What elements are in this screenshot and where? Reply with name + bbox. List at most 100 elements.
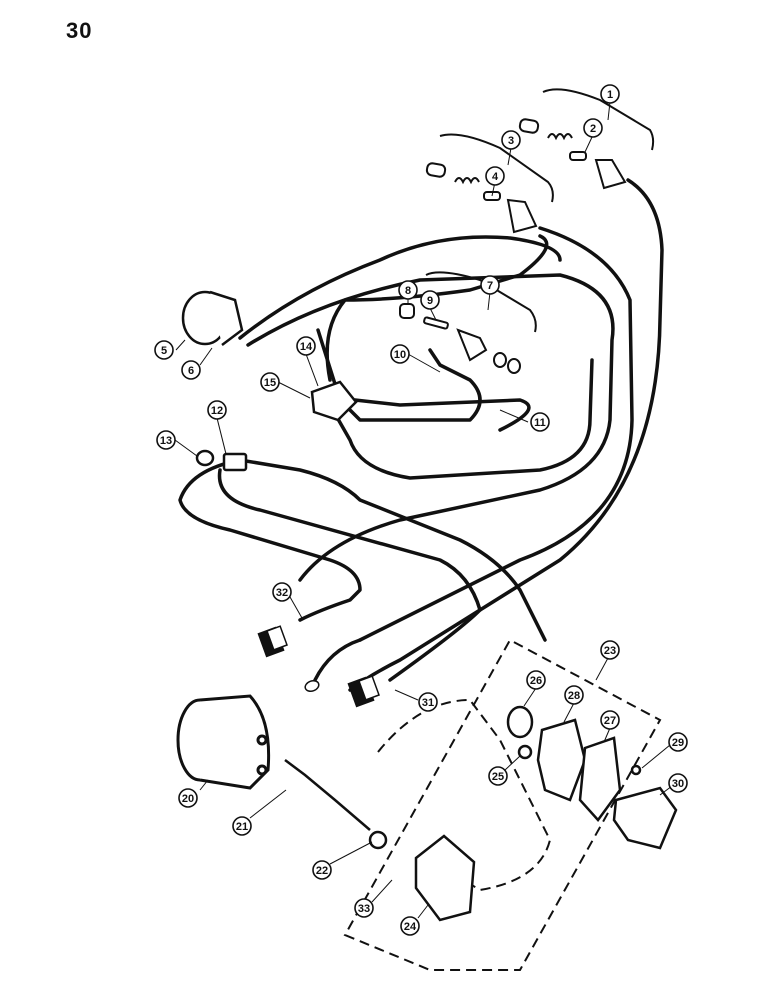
gauge-20 <box>176 694 271 790</box>
callout-circle <box>154 340 174 360</box>
gasket-28 <box>536 718 587 802</box>
callout-14: 14 <box>296 336 316 356</box>
callout-number: 8 <box>405 285 411 297</box>
callout-number: 5 <box>161 345 167 357</box>
callout-number: 11 <box>534 417 546 429</box>
callout-circle <box>668 773 688 793</box>
lamp-bulb <box>518 118 540 134</box>
page-number: 30 <box>66 18 93 43</box>
callout-number: 33 <box>358 903 370 915</box>
callout-circle <box>501 130 521 150</box>
callout-number: 32 <box>276 587 288 599</box>
callout-12: 12 <box>207 400 227 420</box>
callout-number: 30 <box>672 778 684 790</box>
callout-22: 22 <box>312 860 332 880</box>
callout-circle <box>583 118 603 138</box>
callout-8: 8 <box>398 280 418 300</box>
harness-wire <box>328 358 594 480</box>
callout-number: 26 <box>530 675 542 687</box>
callout-circle <box>480 275 500 295</box>
callout-circle <box>485 166 505 186</box>
cable-21-22 <box>284 759 388 850</box>
callout-number: 23 <box>604 645 616 657</box>
callout-circle <box>530 412 550 432</box>
callout-circle <box>354 898 374 918</box>
callout-circle <box>600 710 620 730</box>
callout-circle <box>600 84 620 104</box>
callout-circle <box>418 692 438 712</box>
callout-labels: 1234567891011121314152021222324252627282… <box>154 84 688 936</box>
callout-circle <box>181 360 201 380</box>
gear-25 <box>517 744 533 760</box>
callout-28: 28 <box>564 685 584 705</box>
lamp-socket <box>506 198 538 234</box>
callout-number: 6 <box>188 365 194 377</box>
lamp-plunger <box>569 151 587 161</box>
callout-2: 2 <box>583 118 603 138</box>
knob-8 <box>399 303 415 319</box>
callout-30: 30 <box>668 773 688 793</box>
callout-number: 3 <box>508 135 514 147</box>
callout-number: 25 <box>492 771 504 783</box>
switch-12-13 <box>195 449 248 472</box>
callout-10: 10 <box>390 344 410 364</box>
callout-25: 25 <box>488 766 508 786</box>
lamp-socket-assembly-1 <box>518 88 655 190</box>
connector-32 <box>257 625 288 658</box>
callout-circle <box>312 860 332 880</box>
harness-wire <box>348 178 664 692</box>
callout-number: 1 <box>607 89 613 101</box>
callout-circle <box>232 816 252 836</box>
callout-27: 27 <box>600 710 620 730</box>
callout-5: 5 <box>154 340 174 360</box>
harness-wire <box>217 468 482 682</box>
pin-9 <box>423 316 449 330</box>
callout-number: 14 <box>300 341 313 353</box>
callout-circle <box>564 685 584 705</box>
lamp-socket-assembly-3 <box>425 133 554 234</box>
bracket-7 <box>425 271 537 333</box>
callout-circle <box>178 788 198 808</box>
harness-wire <box>246 273 615 582</box>
gauge-5 <box>181 290 244 346</box>
plate-30 <box>612 786 678 850</box>
screw-29 <box>630 764 642 776</box>
callout-26: 26 <box>526 670 546 690</box>
switch-nut <box>493 352 507 368</box>
callout-number: 24 <box>404 921 417 933</box>
callout-13: 13 <box>156 430 176 450</box>
callout-number: 22 <box>316 865 328 877</box>
bracket-3 <box>439 133 554 203</box>
callout-9: 9 <box>420 290 440 310</box>
callout-circle <box>296 336 316 356</box>
lamp-bulb <box>425 162 447 178</box>
callout-23: 23 <box>600 640 620 660</box>
bracket-1 <box>542 88 655 151</box>
gear-26 <box>506 705 534 739</box>
switch-14-15 <box>310 380 358 422</box>
callout-number: 20 <box>182 793 194 805</box>
callout-circle <box>260 372 280 392</box>
callout-circle <box>526 670 546 690</box>
switch-washer <box>507 358 521 374</box>
callout-4: 4 <box>485 166 505 186</box>
callout-15: 15 <box>260 372 280 392</box>
callout-number: 28 <box>568 690 580 702</box>
callout-circle <box>272 582 292 602</box>
callout-number: 15 <box>264 377 276 389</box>
callout-33: 33 <box>354 898 374 918</box>
callout-number: 9 <box>427 295 433 307</box>
callout-6: 6 <box>181 360 201 380</box>
callout-number: 21 <box>236 821 248 833</box>
harness-wire <box>358 226 634 642</box>
callout-number: 31 <box>422 697 434 709</box>
callout-circle <box>207 400 227 420</box>
callout-20: 20 <box>178 788 198 808</box>
callout-29: 29 <box>668 732 688 752</box>
callout-number: 27 <box>604 715 616 727</box>
callout-circle <box>398 280 418 300</box>
switch-body <box>456 328 488 362</box>
callout-circle <box>400 916 420 936</box>
callout-number: 12 <box>211 405 223 417</box>
